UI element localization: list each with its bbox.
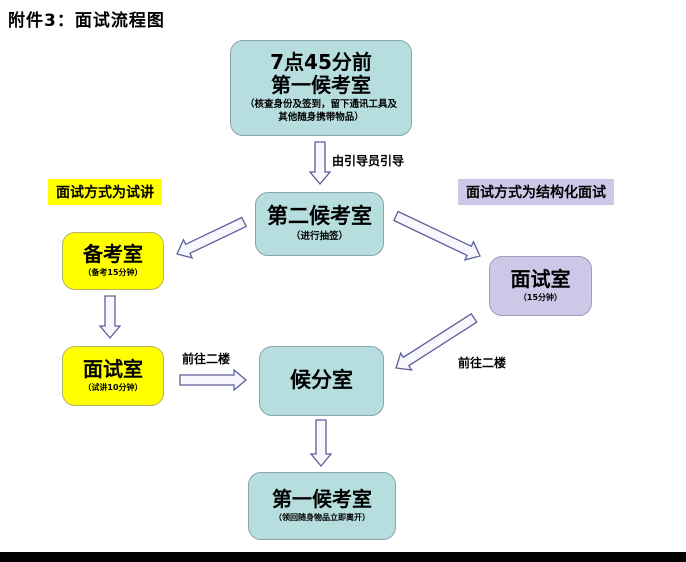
arrow-score-to-final (309, 419, 333, 468)
arrow-second-to-structured (393, 210, 481, 261)
first-waiting-room-final-box: 第一候考室 （领回随身物品立即离开） (248, 472, 396, 540)
first-waiting-room-note: （核查身份及签到，留下通讯工具及其他随身携带物品） (244, 99, 397, 123)
second-waiting-room-note: （进行抽签） (290, 231, 348, 243)
guide-label: 由引导员引导 (332, 154, 405, 168)
arrow-structured-to-score (395, 312, 478, 371)
second-waiting-room-box: 第二候考室 （进行抽签） (255, 192, 384, 256)
arrival-time-text: 7点45分前 (270, 50, 372, 75)
right-second-floor-label: 前往二楼 (458, 356, 507, 370)
lecture-mode-tag: 面试方式为试讲 (48, 179, 162, 205)
prep-room-name: 备考室 (83, 242, 143, 267)
page-title: 附件3：面试流程图 (8, 11, 165, 31)
bottom-border-bar (0, 552, 686, 562)
arrow-prep-to-lecture (98, 295, 122, 340)
arrow-second-to-prep (176, 216, 248, 259)
arrow-start-to-second (308, 141, 332, 186)
structured-interview-room-name: 面试室 (510, 267, 571, 292)
first-waiting-room-name: 第一候考室 (271, 73, 371, 98)
lecture-interview-room-box: 面试室 （试讲10分钟） (62, 346, 164, 406)
prep-room-box: 备考室 （备考15分钟） (62, 232, 164, 290)
final-room-note: （领回随身物品立即离开） (274, 513, 370, 523)
lecture-interview-room-note: （试讲10分钟） (83, 383, 143, 393)
arrow-lecture-to-score (179, 368, 248, 392)
structured-interview-room-box: 面试室 （15分钟） (489, 256, 592, 316)
first-waiting-room-start-box: 7点45分前 第一候考室 （核查身份及签到，留下通讯工具及其他随身携带物品） (230, 40, 412, 136)
left-second-floor-label: 前往二楼 (182, 352, 231, 366)
structured-mode-tag: 面试方式为结构化面试 (458, 179, 614, 205)
structured-interview-room-note: （15分钟） (518, 293, 563, 303)
score-waiting-room-name: 候分室 (290, 368, 353, 393)
second-waiting-room-name: 第二候考室 (267, 204, 372, 228)
final-room-name: 第一候考室 (272, 487, 372, 512)
lecture-interview-room-name: 面试室 (83, 357, 143, 382)
prep-room-note: （备考15分钟） (83, 268, 143, 278)
score-waiting-room-box: 候分室 (259, 346, 384, 416)
